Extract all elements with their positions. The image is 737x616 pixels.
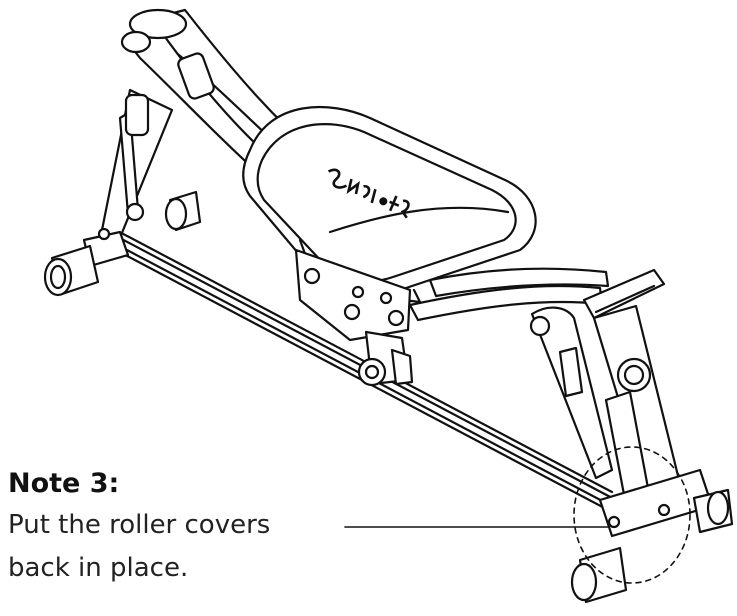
note-title: Note 3:	[8, 468, 120, 499]
rear-left-roller	[43, 244, 100, 297]
seat-logo	[327, 168, 410, 219]
rear-right-roller	[164, 190, 202, 232]
note-text-line-1: Put the roller covers	[8, 510, 271, 540]
front-handle	[582, 268, 666, 320]
rear-left-leg	[82, 88, 174, 268]
front-base	[570, 468, 734, 604]
highlight-circle	[573, 446, 691, 584]
note-text-line-2: back in place.	[8, 553, 189, 583]
center-clamp-knob	[357, 330, 414, 387]
